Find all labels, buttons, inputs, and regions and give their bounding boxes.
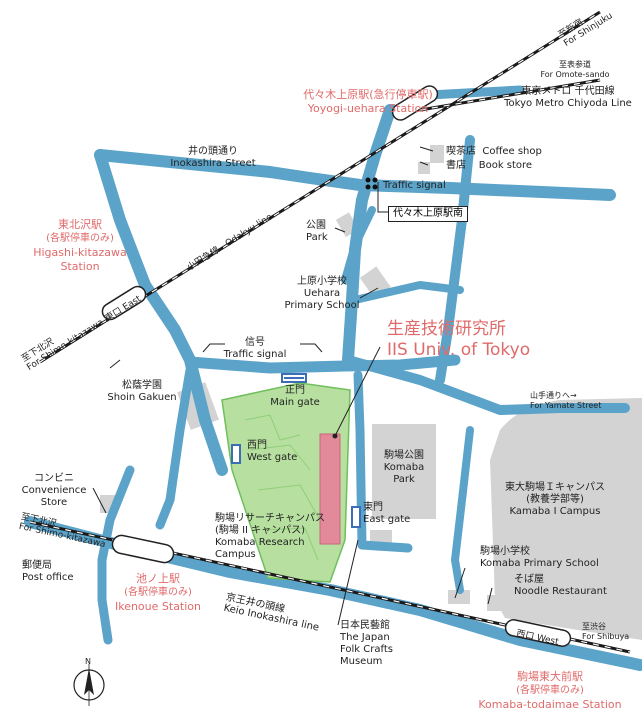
west-gate-mark <box>231 444 241 464</box>
west-exit-station-mark <box>504 619 572 647</box>
label-komaba-research: 駒場リサーチキャンパス(駒場 II キャンパス) Komaba Research… <box>215 513 325 560</box>
label-coffee-shop: 喫茶店 Coffee shop <box>446 146 542 157</box>
east-exit-station-mark <box>101 285 147 321</box>
yamate-road <box>343 355 630 415</box>
north-arrow-icon <box>73 664 105 706</box>
inner-road-a <box>351 281 464 304</box>
label-komaba-todaimae: 駒場東大前駅 (各駅停車のみ) Komaba-todaimae Station <box>478 670 622 711</box>
main-gate-mark <box>281 373 307 383</box>
label-higashi-kitazawa: 東北沢駅 (各駅停車のみ) Higashi-kitazawa Station <box>33 218 127 273</box>
label-north: N <box>85 657 91 666</box>
komaba-park-area <box>372 424 436 519</box>
yoyogi-station-mark <box>391 85 439 121</box>
east-side-road <box>353 370 413 553</box>
convenience-road <box>97 465 135 645</box>
label-komaba-i-campus: 東大駒場Ｉキャンパス(教養学部等)Kamaba I Campus <box>505 482 605 517</box>
iis-building <box>319 433 341 545</box>
komaba-i-campus-area <box>490 398 642 640</box>
east-lower-road <box>451 426 474 594</box>
inokashira-street-road <box>94 149 616 201</box>
campus-inner-lines <box>244 414 321 561</box>
left-lower-road <box>155 365 195 530</box>
mid-vertical-road <box>342 104 396 366</box>
label-ikenoue-station: 池ノ上駅 (各駅停車のみ) Ikenoue Station <box>114 572 202 613</box>
ikenoue-station-mark <box>111 534 175 564</box>
diag-road-park <box>341 206 376 284</box>
label-traffic-signal-top: Traffic signal <box>383 180 446 191</box>
left-vertical-road <box>94 149 228 476</box>
east-gate-mark <box>351 506 361 528</box>
research-campus-area <box>221 382 351 583</box>
chiyoda-rail <box>419 78 601 112</box>
right-vertical-road <box>435 135 475 385</box>
leader-lines <box>92 146 493 626</box>
signal-cross-road <box>184 354 461 374</box>
label-yamate-street: 山手通りへ→For Yamate Street <box>530 391 602 410</box>
label-book-store: 書店 Book store <box>446 160 533 171</box>
label-yoyogi-station: 代々木上原駅(急行停車駅)Yoyogi-uehara Station <box>303 88 433 115</box>
label-yoyogi-minami: 代々木上原駅南 <box>388 206 468 222</box>
